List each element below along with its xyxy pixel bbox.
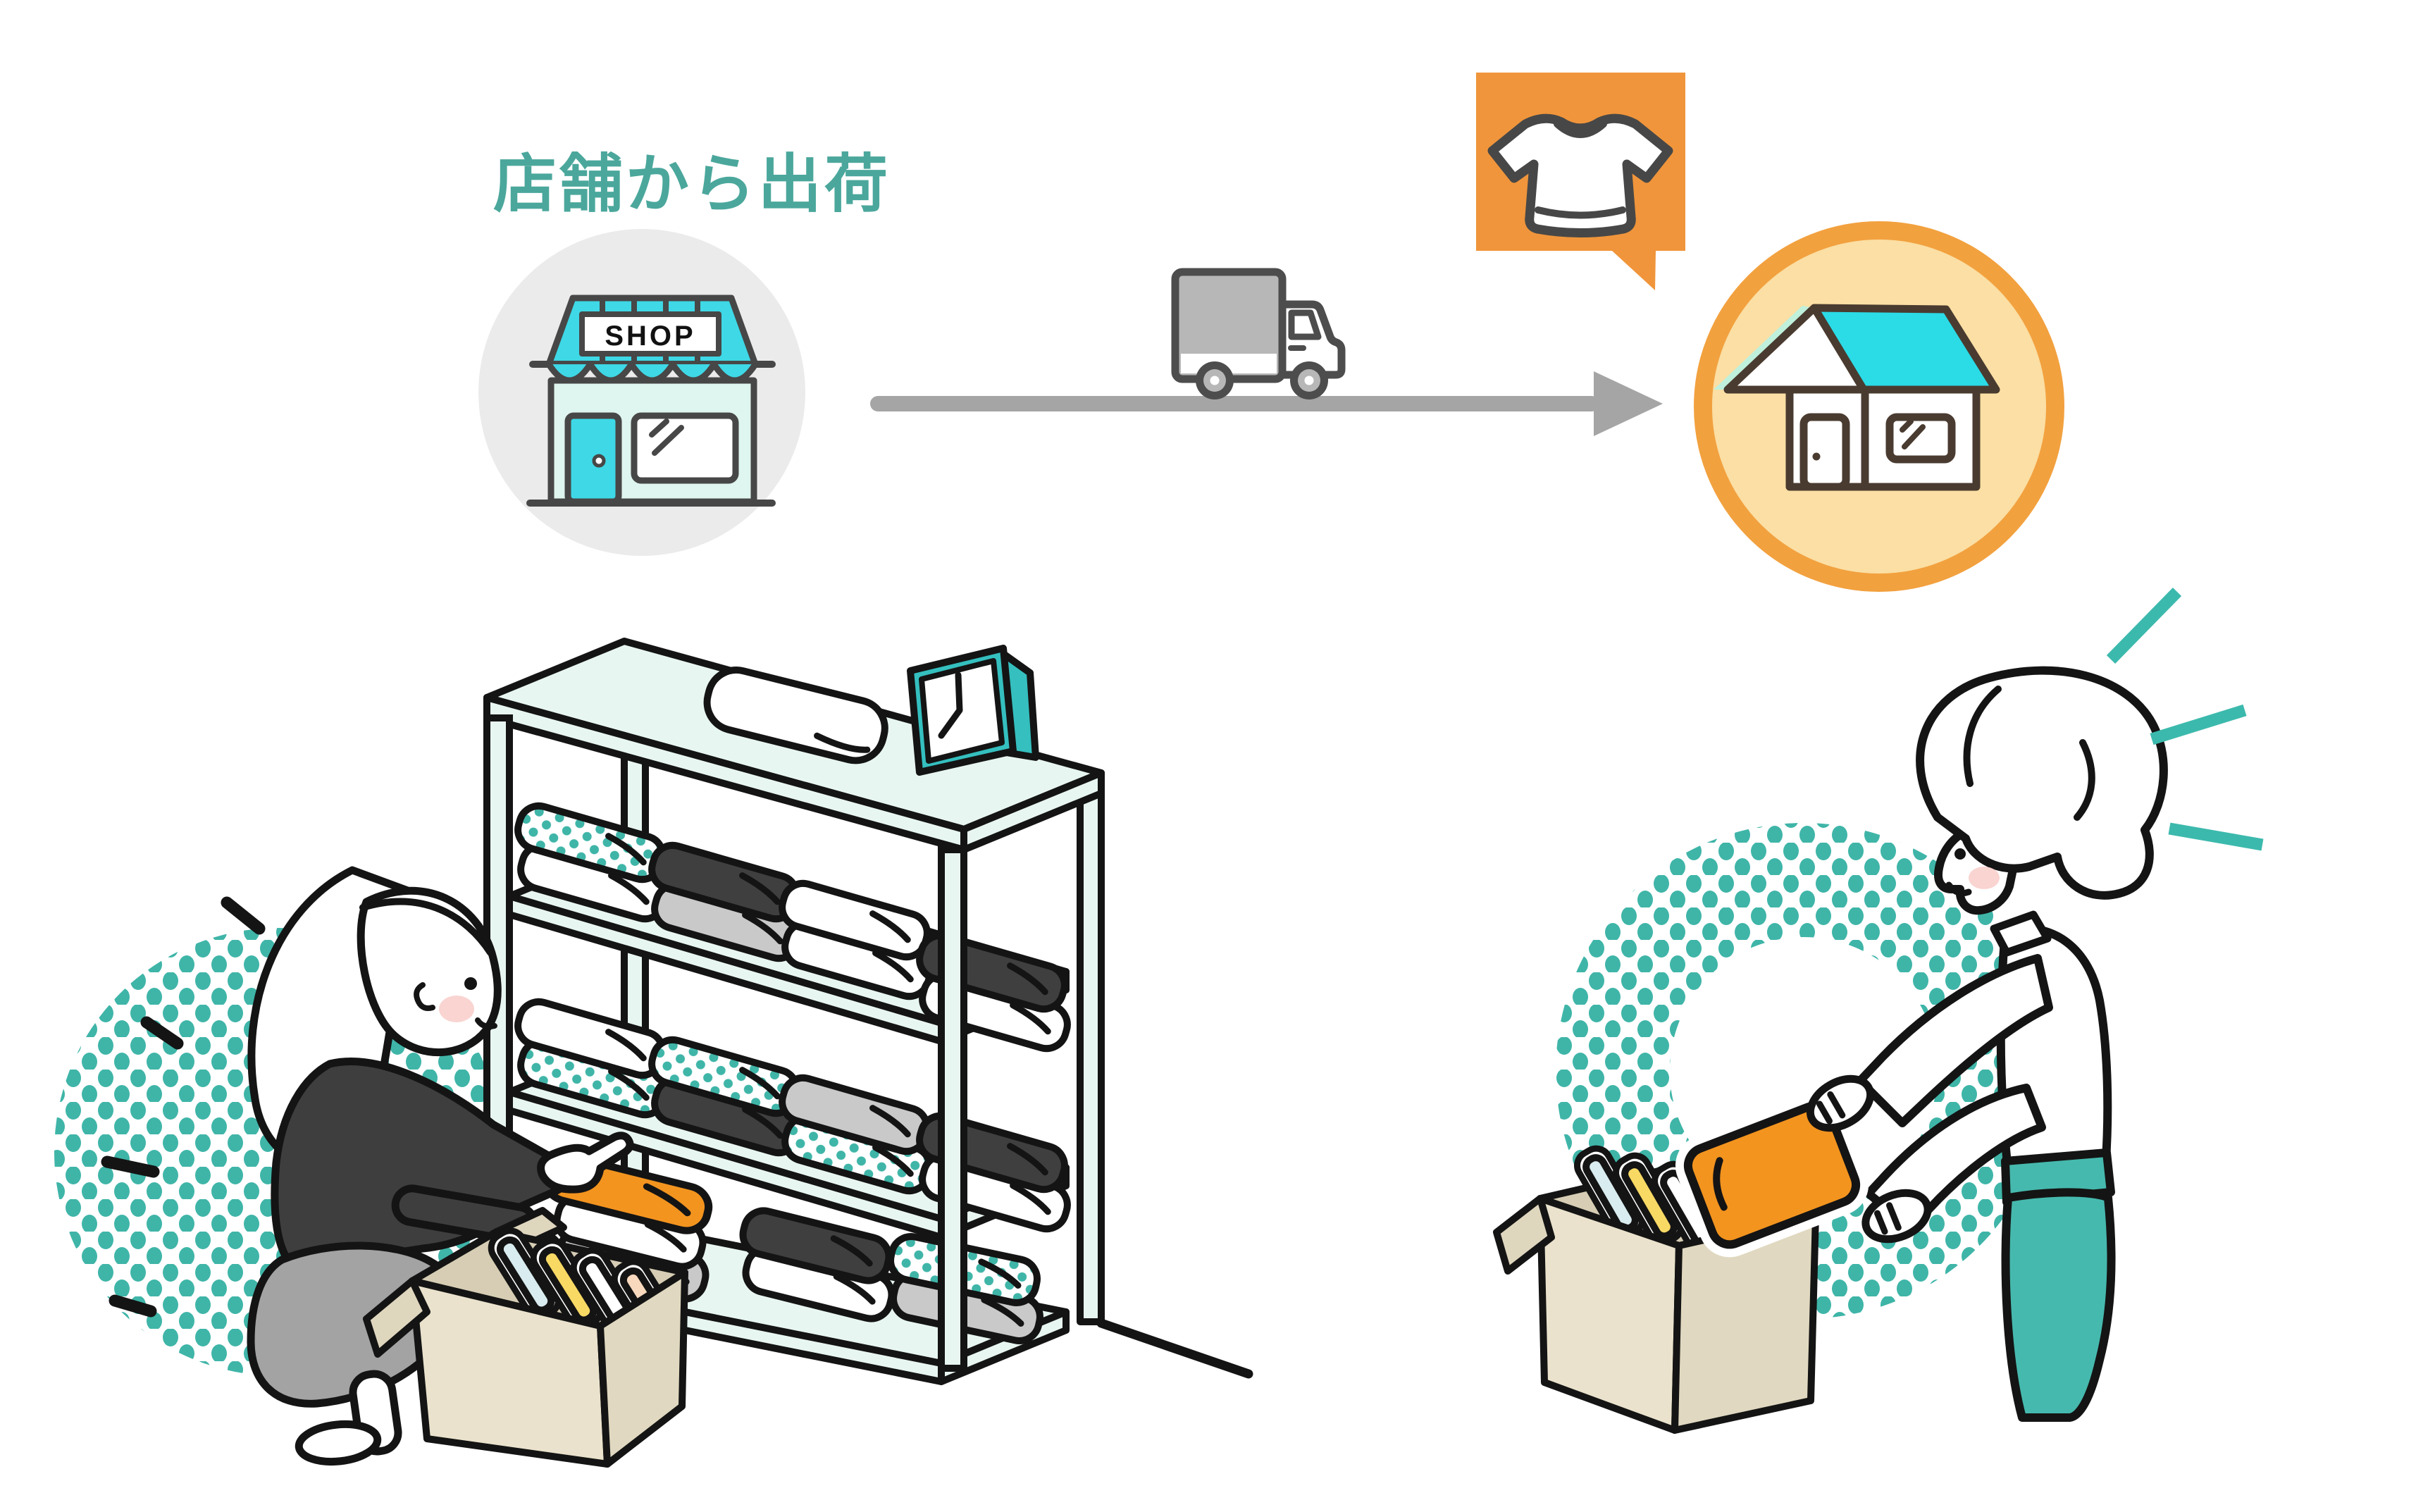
- collar: [1990, 910, 2052, 957]
- flow-arrow: [870, 371, 1663, 436]
- house-gable: [1723, 304, 1868, 394]
- delivery-truck-icon: [1171, 268, 1346, 399]
- house-door: [1799, 413, 1850, 491]
- blush: [439, 996, 474, 1022]
- hands: [1806, 1074, 1932, 1244]
- blush: [1969, 867, 2000, 889]
- accent-dash-marks: [101, 896, 266, 1318]
- packing-box: [363, 1207, 687, 1468]
- store-staff-woman: [247, 866, 634, 1466]
- floor-line: [1096, 1318, 1253, 1379]
- hand-pointing: [537, 1132, 634, 1194]
- sparkle-lines: [2106, 588, 2264, 851]
- ear: [414, 982, 435, 1011]
- shop-node: SHOP: [478, 229, 805, 556]
- eye: [1954, 848, 1966, 860]
- received-item: [1675, 1093, 1869, 1258]
- page-title: 店舗から出荷: [493, 149, 891, 220]
- storefront-icon: SHOP: [526, 295, 776, 507]
- shop-sign: [579, 311, 721, 357]
- folded-towel: [703, 667, 888, 764]
- analog-clock-icon: [907, 645, 1039, 776]
- mouth: [1945, 881, 1972, 897]
- customer-scene: [1493, 588, 2264, 1434]
- shop-window: [631, 412, 739, 484]
- eye: [464, 977, 477, 990]
- house-icon: [1714, 304, 2000, 491]
- store-scene: [54, 638, 1253, 1468]
- shoe: [295, 1420, 382, 1466]
- t-shirt-icon: [1487, 113, 1673, 237]
- t-shirt-speech-bubble: [1476, 73, 1685, 290]
- pants-leg: [2001, 1188, 2116, 1422]
- mouth: [475, 1017, 497, 1029]
- house-window: [1885, 413, 1956, 464]
- house-node: [1694, 221, 2064, 592]
- customer-woman: [1856, 666, 2168, 1422]
- shop-sign-label: SHOP: [605, 321, 695, 352]
- hair: [1916, 666, 2168, 900]
